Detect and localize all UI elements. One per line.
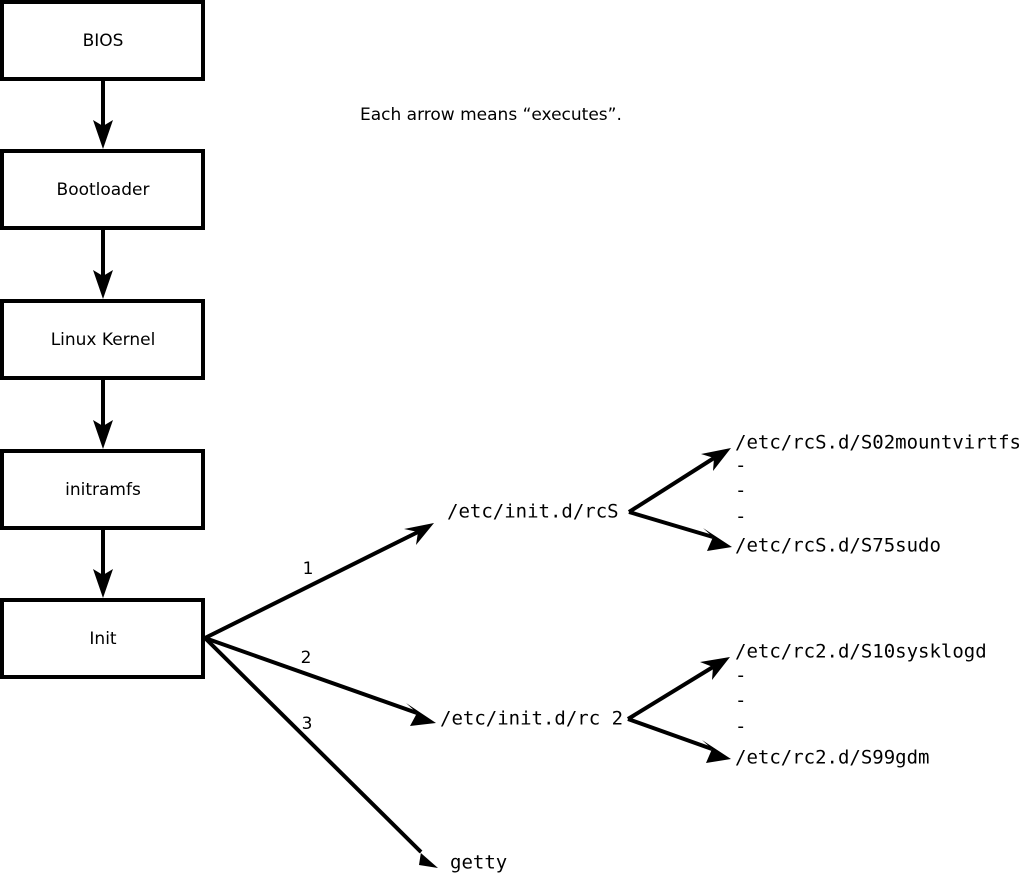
chain-arrow-kernel-to-initramfs	[93, 378, 113, 449]
stage-box-kernel-label: Linux Kernel	[51, 330, 156, 350]
stage-box-bootloader[interactable]: Bootloader	[0, 149, 205, 230]
rc2-scripts-last-label[interactable]: /etc/rc2.d/S99gdm	[735, 747, 929, 769]
rc2-scripts-ellipsis-dash-3: -	[735, 716, 746, 738]
rcs-scripts-last-label[interactable]: /etc/rcS.d/S75sudo	[735, 535, 941, 557]
init-branch-label-rc2[interactable]: /etc/init.d/rc 2	[440, 708, 623, 730]
stage-box-init-label: Init	[89, 629, 117, 649]
rc2-scripts-arrow-last	[627, 717, 731, 763]
rcs-scripts-arrow-last	[628, 510, 732, 551]
chain-arrow-initramfs-to-init	[93, 528, 113, 598]
stage-box-bootloader-label: Bootloader	[57, 180, 150, 200]
init-branch-label-rcs[interactable]: /etc/init.d/rcS	[447, 501, 619, 523]
rcs-scripts-ellipsis-dash-2: -	[735, 480, 746, 502]
rcs-scripts-ellipsis-dash-3: -	[735, 506, 746, 528]
rcs-scripts-ellipsis-dash-1: -	[735, 455, 746, 477]
init-branch-number-1: 1	[303, 559, 314, 579]
stage-box-init[interactable]: Init	[0, 598, 205, 679]
init-branch-arrow-2	[204, 636, 436, 726]
rc2-scripts-first-label[interactable]: /etc/rc2.d/S10sysklogd	[735, 641, 987, 663]
rc2-scripts-ellipsis-dash-1: -	[735, 665, 746, 687]
init-branch-arrow-1	[204, 523, 434, 640]
rcs-scripts-arrow-first	[627, 448, 731, 514]
stage-box-bios-label: BIOS	[83, 31, 124, 51]
chain-arrow-bootloader-to-kernel	[93, 228, 113, 299]
stage-box-initramfs[interactable]: initramfs	[0, 449, 205, 530]
stage-box-initramfs-label: initramfs	[65, 480, 141, 500]
legend-note: Each arrow means “executes”.	[360, 105, 622, 125]
init-branch-arrow-3	[203, 636, 438, 868]
stage-box-kernel[interactable]: Linux Kernel	[0, 299, 205, 380]
init-branch-label-getty[interactable]: getty	[450, 852, 507, 874]
stage-box-bios[interactable]: BIOS	[0, 0, 205, 81]
init-branch-number-3: 3	[302, 714, 313, 734]
rc2-scripts-arrow-first	[626, 657, 730, 721]
chain-arrow-bios-to-bootloader	[93, 79, 113, 149]
rc2-scripts-ellipsis-dash-2: -	[735, 690, 746, 712]
init-branch-number-2: 2	[301, 648, 312, 668]
rcs-scripts-first-label[interactable]: /etc/rcS.d/S02mountvirtfs	[735, 432, 1021, 454]
